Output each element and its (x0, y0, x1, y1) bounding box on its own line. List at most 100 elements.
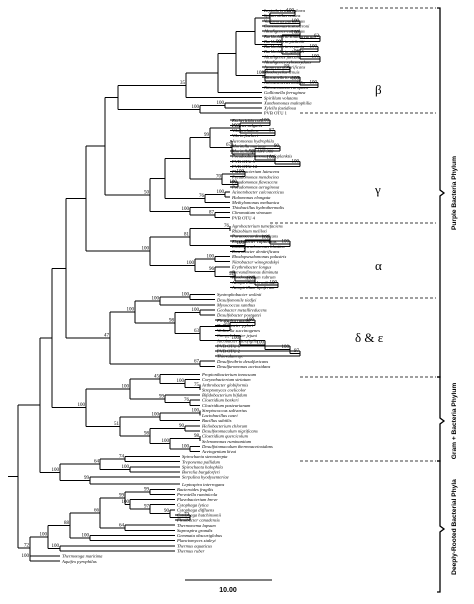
taxon-label: Thiovulum sp. (217, 354, 243, 359)
taxon-label: Pseudomonas mendocina (231, 174, 280, 179)
taxon-label: Nitrobacter winogradskyi (231, 259, 280, 264)
taxon-label: Nitrosococcus mobilis (263, 80, 305, 85)
bootstrap-value: 100 (182, 293, 190, 298)
taxon-label: PVB OTU 6 (217, 343, 241, 348)
taxon-label: Flexispira rappini (216, 318, 251, 323)
taxon-label: Azospirillum brasilense (231, 280, 276, 285)
bootstrap-value: 72 (24, 543, 30, 548)
taxon-label: Pseudomonas flavescens (231, 179, 278, 184)
bootstrap-value: 97 (144, 505, 150, 510)
bootstrap-value: 100 (230, 180, 238, 185)
bootstrap-value: 66 (94, 508, 100, 513)
bootstrap-value: 35 (180, 81, 186, 86)
taxon-label: Xanthomonas maltophilia (263, 100, 312, 105)
bootstrap-value: 100 (247, 276, 255, 281)
taxon-label: Geobacter metallireducens (217, 308, 267, 313)
taxon-label: Brevundimonas diminuta (232, 270, 279, 275)
bootstrap-value: 100 (267, 155, 275, 160)
bootstrap-value: 100 (237, 241, 245, 246)
bootstrap-value: 74 (119, 455, 125, 460)
bootstrap-value: 100 (292, 30, 300, 35)
taxon-label: Alcaligenes faecalis (263, 54, 301, 59)
taxon-label: Aquifex pyrophilus (61, 559, 97, 564)
taxon-label: Pseudomonas aeruginosa (231, 185, 280, 190)
bootstrap-value: 100 (262, 235, 270, 240)
taxon-label: Erythrobacter longus (231, 264, 271, 269)
taxon-label: Vibrio fischeri (232, 133, 259, 138)
bootstrap-value: 100 (152, 296, 160, 301)
purple-phylum-brace (437, 7, 446, 378)
phylum-label-gram-positive: Gram + Bacteria Phylum (451, 383, 458, 460)
bootstrap-value: 100 (22, 554, 30, 559)
bootstrap-value: 100 (40, 532, 48, 537)
taxon-label: Clostridium quercicolum (202, 434, 249, 439)
bootstrap-value: 100 (122, 384, 130, 389)
taxon-label: Variovorax paradoxus (264, 18, 305, 23)
taxon-label: Flavobacterium lutescens (231, 169, 280, 174)
bootstrap-value: 96 (294, 50, 300, 55)
taxon-label: Arcobacter nitrofigilis (216, 338, 258, 343)
taxon-label: Sphaerotilus natans (264, 13, 301, 18)
taxon-label: Azoarcus denitrificans (263, 65, 306, 70)
taxon-label: Xylella fastidiosa (263, 106, 297, 111)
taxon-label: Helicobacter pylori (216, 323, 254, 328)
bootstrap-value: 98 (249, 150, 255, 155)
taxon-label: Rhodobacter capsulatus (231, 239, 277, 244)
bootstrap-value: 92 (229, 272, 235, 277)
taxon-label: Burkholderia cepacia (264, 44, 305, 49)
taxon-label: Acetogenium kivui (201, 449, 237, 454)
bootstrap-value: 100 (207, 255, 215, 260)
taxon-label: Rhodopseudomonas blastica (231, 244, 285, 249)
gram-positive-phylum-brace (437, 376, 446, 462)
bootstrap-value: 99 (204, 133, 210, 138)
tree-branches (8, 10, 321, 562)
taxon-label: Paracoccus denitrificans (231, 234, 278, 239)
taxon-label: Streptococcus salivarius (202, 408, 247, 413)
bootstrap-value: 100 (257, 71, 265, 76)
taxon-label: Cytophaga hutchinsonii (177, 513, 222, 518)
taxon-label: Campylobacter jejuni (217, 333, 258, 338)
bootstrap-value: 100 (282, 239, 290, 244)
taxon-label: Methylomonas methanica (231, 200, 280, 205)
taxon-label: Escherichia coli (231, 118, 263, 123)
bootstrap-values: 1001006210010010096907910010010035100100… (22, 9, 320, 560)
bootstrap-value: 100 (192, 105, 200, 110)
bootstrap-value: 98 (194, 434, 200, 439)
taxon-label: Alcaligenes xylosoxydans (263, 59, 311, 64)
taxon-label: Burkholderia gladioli (264, 49, 305, 54)
taxon-label: Proteus vulgaris (231, 123, 263, 128)
scale-bar-label: 10.00 (219, 587, 237, 594)
bootstrap-value: 70 (216, 175, 222, 180)
bootstrap-value: 100 (292, 19, 300, 24)
taxon-label: Rhodopseudomonas palustris (231, 254, 286, 259)
taxon-label: Thiobacillus hydrothermalis (232, 205, 284, 210)
bootstrap-value: 100 (292, 77, 300, 82)
bootstrap-value: 100 (270, 280, 278, 285)
bootstrap-value: 100 (192, 408, 200, 413)
taxon-label: Propionibacterium innocuum (201, 372, 257, 377)
bootstrap-value: 51 (114, 422, 120, 427)
taxon-label: Desulfuromonas acetoxidans (216, 364, 271, 369)
bootstrap-value: 100 (52, 544, 60, 549)
bootstrap-value: 67 (194, 359, 200, 364)
group-symbol-beta: β (375, 82, 382, 97)
taxon-label: Chromatium vinosum (232, 210, 272, 215)
taxon-label: Agrobacterium tumefaciens (231, 223, 283, 228)
taxon-label: Burkholderia solanacearum (264, 34, 316, 39)
taxon-label: Roseobacter denitrificans (231, 249, 280, 254)
bootstrap-value: 100 (182, 207, 190, 212)
bootstrap-value: 100 (82, 534, 90, 539)
bootstrap-value: 100 (122, 465, 130, 470)
taxon-label: Thermus ruber (177, 548, 205, 553)
taxon-label: Desulfomonile tiedjei (216, 297, 257, 302)
taxon-label: Leptospira interrogans (181, 482, 225, 487)
taxon-label: Vibrio cholera (232, 128, 259, 133)
taxon-label: Thermotoga maritima (62, 554, 103, 559)
taxon-label: Spirillum volutans (264, 95, 298, 100)
taxon-label: Thermus aquaticus (177, 543, 212, 548)
taxon-label: Nitrosovibrio tenuis (263, 75, 301, 80)
taxon-label: Cytophaga lytica (177, 502, 209, 507)
taxon-label: Clostridium barkeri (202, 398, 239, 403)
